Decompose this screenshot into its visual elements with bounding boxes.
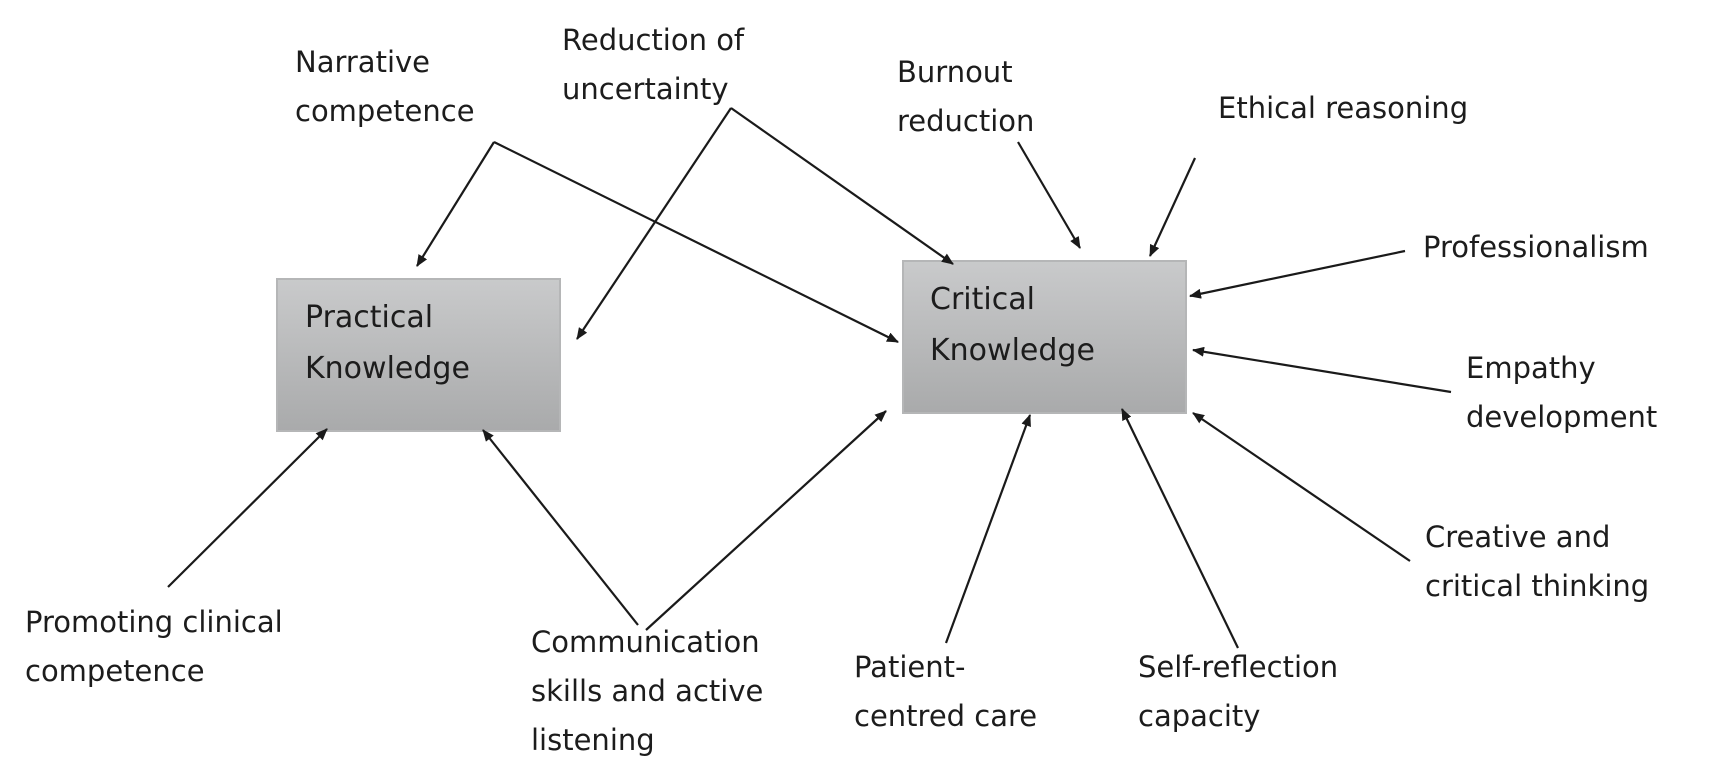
edge-empathy-critical: [1192, 346, 1452, 394]
edges: [167, 107, 1452, 649]
label-ethical-reasoning: Ethical reasoning: [1218, 91, 1468, 125]
edge-patient-critical: [944, 414, 1032, 644]
label-promoting-clinical-competence: Promoting clinical competence: [25, 605, 292, 688]
label-communication-skills: Communication skills and active listenin…: [531, 625, 773, 757]
edge-narrative-practical: [416, 141, 495, 267]
practical-knowledge-box: Practical Knowledge: [276, 278, 561, 432]
label-professionalism: Professionalism: [1423, 230, 1649, 264]
critical-knowledge-box: Critical Knowledge: [902, 260, 1187, 414]
edge-ethical-critical: [1149, 157, 1196, 257]
edge-burnout-critical: [1017, 141, 1081, 249]
label-self-reflection-capacity: Self-reflection capacity: [1138, 650, 1347, 733]
edge-communication-practical: [482, 429, 639, 626]
label-empathy-development: Empathy development: [1466, 351, 1657, 434]
edge-communication-critical: [645, 410, 887, 631]
edge-uncertainty-critical: [730, 107, 954, 265]
edge-creative-critical: [1192, 412, 1411, 562]
label-burnout-reduction: Burnout reduction: [897, 55, 1034, 138]
critical-knowledge-label: Critical Knowledge: [930, 282, 1095, 368]
label-patient-centred-care: Patient- centred care: [854, 650, 1037, 733]
edge-narrative-critical: [493, 141, 899, 343]
edge-professionalism-critical: [1189, 249, 1406, 299]
edge-selfreflection-critical: [1121, 408, 1239, 649]
edge-uncertainty-practical: [576, 107, 732, 340]
edge-clinical-practical: [167, 428, 328, 588]
practical-knowledge-label: Practical Knowledge: [305, 300, 470, 386]
label-creative-critical-thinking: Creative and critical thinking: [1425, 520, 1649, 603]
label-narrative-competence: Narrative competence: [295, 45, 475, 128]
label-reduction-of-uncertainty: Reduction of uncertainty: [562, 23, 753, 106]
